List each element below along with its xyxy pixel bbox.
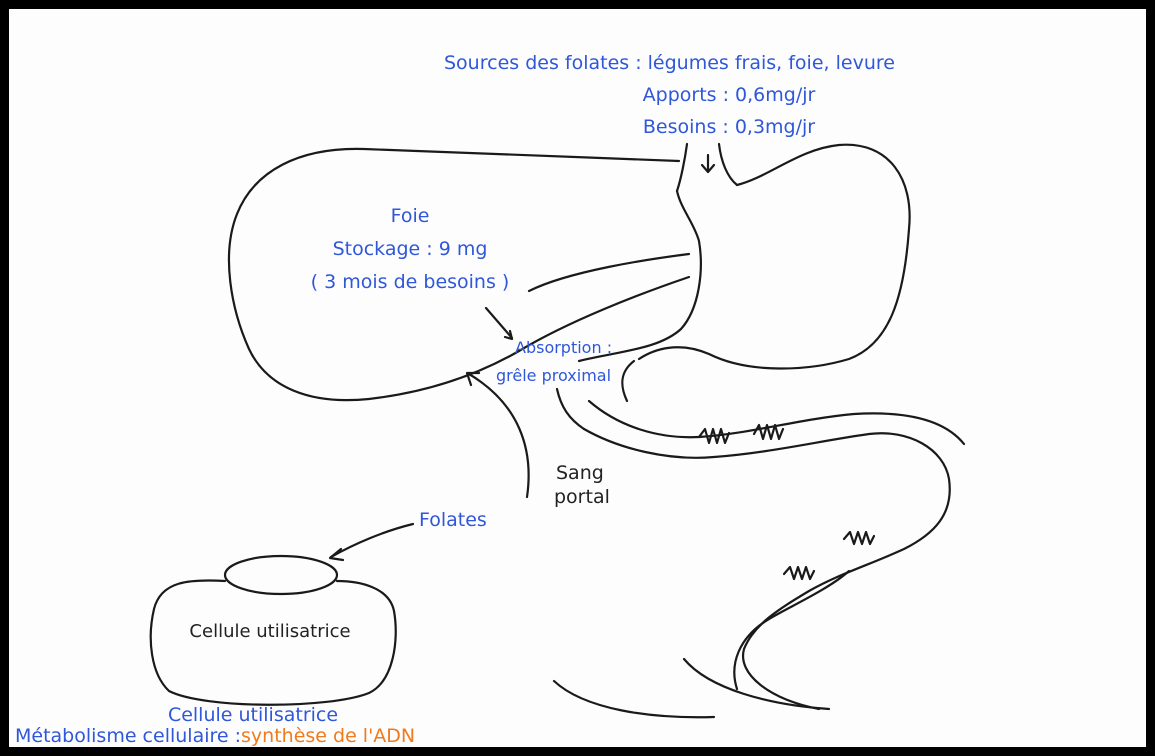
intake-line: Apports : 0,6mg/jr	[643, 84, 816, 106]
liver-title: Foie	[391, 205, 430, 227]
metabolism-value: synthèse de l'ADN	[241, 725, 415, 747]
absorption-title: Absorption :	[515, 338, 612, 357]
needs-line: Besoins : 0,3mg/jr	[643, 116, 815, 138]
absorption-site: grêle proximal	[496, 366, 611, 385]
portal-blood-line2: portal	[554, 486, 610, 508]
esophagus-right-wall	[719, 144, 737, 185]
intestine-end-left	[554, 681, 714, 717]
metabolism-line: Métabolisme cellulaire :synthèse de l'AD…	[15, 725, 415, 747]
esophagus-left-wall	[677, 144, 687, 191]
esophagus-arrow	[702, 155, 714, 172]
portal-arrow-shaft	[469, 374, 529, 497]
portal-blood-line1: Sang	[556, 462, 604, 484]
cell-caption: Cellule utilisatrice	[168, 704, 338, 726]
metabolism-prefix: Métabolisme cellulaire :	[15, 725, 241, 747]
duodenum-lower	[557, 389, 584, 429]
liver-duration: ( 3 mois de besoins )	[311, 271, 510, 293]
stomach-inner	[579, 191, 701, 361]
intestine-end-right	[684, 659, 829, 709]
cell-nucleus	[225, 556, 337, 594]
folates-arrow-shaft	[331, 524, 413, 557]
zigzag-4	[784, 567, 814, 579]
diagram-canvas: Sources des folates : légumes frais, foi…	[9, 9, 1146, 747]
liver-storage: Stockage : 9 mg	[333, 238, 488, 260]
duodenum-upper	[622, 361, 634, 401]
sources-line: Sources des folates : légumes frais, foi…	[444, 52, 895, 74]
cell-body	[151, 580, 396, 704]
zigzag-3	[844, 532, 874, 544]
cell-inner-label: Cellule utilisatrice	[189, 621, 350, 642]
intestine-tail	[734, 571, 849, 689]
absorption-arrow	[486, 308, 512, 339]
intestine-loop-top	[584, 429, 950, 709]
folates-label: Folates	[419, 509, 487, 531]
zigzag-2	[754, 425, 783, 439]
